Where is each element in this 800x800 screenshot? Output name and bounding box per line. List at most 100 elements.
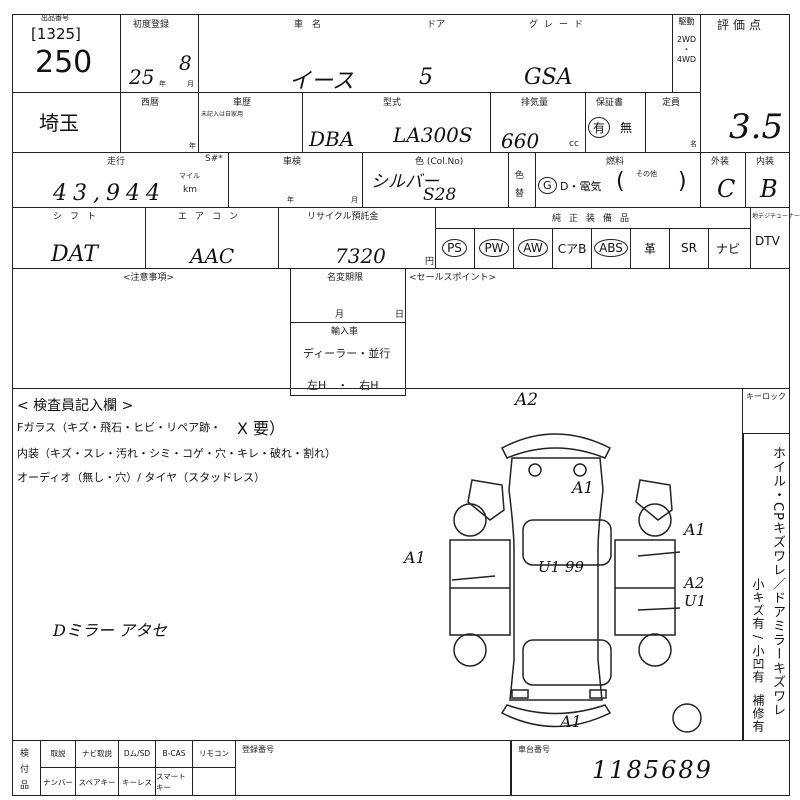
aircon-label: エアコン bbox=[178, 212, 247, 222]
equipment-label: 純正装備品 bbox=[552, 214, 638, 224]
warranty-label: 保証書 bbox=[596, 98, 624, 108]
equip-airbag: CアB bbox=[552, 228, 591, 268]
drive-sep: ・ bbox=[682, 45, 691, 54]
western-year-unit: 年 bbox=[189, 142, 196, 150]
acc-smart-key: スマートキー bbox=[155, 768, 192, 796]
lot-number: 250 bbox=[35, 45, 93, 80]
mark-trunk: A1 bbox=[572, 478, 594, 497]
equip-ps-label: PS bbox=[442, 239, 467, 257]
aircon-cell: エアコン AAC bbox=[145, 207, 279, 269]
recycle-value: 7320 bbox=[335, 244, 386, 268]
tuner-label: 地デジチューナー含 bbox=[752, 213, 800, 220]
car-diagram bbox=[449, 433, 702, 733]
equipment-header: 純正装備品 bbox=[435, 207, 751, 229]
acc-keyless: キーレス bbox=[118, 768, 155, 796]
displacement-unit: cc bbox=[569, 139, 579, 149]
wheel-fl bbox=[453, 633, 487, 667]
import-dealer: ディーラー・並行 bbox=[303, 347, 391, 360]
inspector-area: < 検査員記入欄 > Fガラス（キズ・飛石・ヒビ・リペア跡・ X 要） 内装（キ… bbox=[12, 388, 790, 741]
wheel-rr bbox=[638, 503, 672, 537]
displacement-label: 排気量 bbox=[521, 98, 549, 108]
warranty-cell: 保証書 有 無 bbox=[585, 92, 646, 153]
mark-right-front-door-a: A2 bbox=[684, 574, 705, 592]
capacity-label: 定員 bbox=[662, 98, 681, 108]
name-change-box: 名変期限 月 日 bbox=[290, 268, 406, 323]
equip-aw: AW bbox=[513, 228, 552, 268]
headlamp-r bbox=[589, 689, 607, 699]
fuel-options: D・電気 bbox=[560, 180, 602, 193]
mileage-label: 走行 bbox=[107, 157, 126, 167]
right-column-divider bbox=[742, 433, 744, 740]
color-cell: 色 (Col.No) シルバー S28 bbox=[362, 152, 509, 208]
western-year-label: 西暦 bbox=[141, 98, 160, 108]
history-label: 車歴 bbox=[233, 98, 252, 108]
equip-navi-label: ナビ bbox=[715, 241, 740, 256]
headlamp-l bbox=[511, 689, 529, 699]
displacement-cell: 排気量 660 cc bbox=[490, 92, 586, 153]
color-change-cell: 色替 bbox=[508, 152, 536, 208]
keylock-box: キーロック bbox=[742, 388, 790, 434]
name-change-month: 月 bbox=[335, 310, 345, 320]
inspector-title: < 検査員記入欄 > bbox=[17, 398, 134, 414]
mark-roof: U1 99 bbox=[538, 558, 585, 576]
equip-abs: ABS bbox=[591, 228, 630, 268]
exterior-label: 外装 bbox=[711, 157, 730, 167]
mileage-value: 43,944 bbox=[53, 181, 166, 206]
history-note: 未記入は自家用 bbox=[201, 111, 244, 118]
mark-right-rear-door: A1 bbox=[684, 520, 706, 539]
fuel-cell: 燃料 G D・電気 ( その他 ) bbox=[535, 152, 701, 208]
recycle-cell: リサイクル預託金 7320 円 bbox=[278, 207, 436, 269]
name-change-label: 名変期限 bbox=[327, 273, 364, 283]
recycle-unit: 円 bbox=[425, 257, 435, 267]
acc-bcas: B-CAS bbox=[155, 740, 192, 768]
color-code: S28 bbox=[423, 185, 457, 205]
chassis-divider bbox=[510, 740, 512, 796]
shift-cell: シフト DAT bbox=[12, 207, 146, 269]
first-reg-year: 25 bbox=[129, 65, 155, 89]
equip-aw-label: AW bbox=[518, 239, 548, 257]
acc-disc: Dム/SD bbox=[118, 740, 155, 768]
drive-cell: 駆動 2WD ・ 4WD bbox=[672, 14, 701, 93]
drive-2wd: 2WD bbox=[676, 35, 697, 44]
keylock-label: キーロック bbox=[746, 392, 786, 401]
handwritten-note: Dミラー アタセ bbox=[53, 621, 167, 640]
acc-number: ナンバー bbox=[40, 768, 75, 796]
fuel-label: 燃料 bbox=[606, 157, 625, 167]
paren-close: ) bbox=[678, 169, 687, 194]
mark-left-door: A1 bbox=[404, 548, 426, 567]
door-label: ドア bbox=[427, 20, 446, 30]
acc-spare-key: スペアキー bbox=[75, 768, 118, 796]
equip-leather-label: 革 bbox=[643, 241, 656, 256]
capacity-cell: 定員 名 bbox=[645, 92, 701, 153]
wheel-rl bbox=[453, 503, 487, 537]
model-cell: 型式 DBA LA300S bbox=[302, 92, 491, 153]
first-reg-cell: 初度登録 25 8 年 月 bbox=[120, 14, 199, 93]
mile-unit: マイル bbox=[179, 172, 200, 180]
score-cell: 評価点 3.5 bbox=[700, 14, 790, 153]
equip-dtv: DTV bbox=[755, 234, 780, 248]
lot-cell: 出品番号 [1325] 250 bbox=[12, 14, 121, 93]
rear-window bbox=[522, 519, 612, 566]
right-rear-fender bbox=[635, 479, 673, 521]
equip-leather: 革 bbox=[630, 228, 669, 268]
chassis-label: 車台番号 bbox=[518, 745, 550, 754]
acc-manual: 取説 bbox=[40, 740, 75, 768]
inspection-label: 車検 bbox=[283, 157, 302, 167]
audio-tire-line: オーディオ（無し・穴）/ タイヤ（スタッドレス） bbox=[17, 471, 266, 484]
spare-tire bbox=[672, 703, 702, 733]
equip-sr: SR bbox=[669, 228, 708, 268]
model-prefix: DBA bbox=[309, 127, 355, 151]
color-value: シルバー bbox=[371, 172, 439, 192]
windshield bbox=[522, 639, 612, 686]
first-reg-month: 8 bbox=[179, 51, 192, 75]
meter-label: S#* bbox=[205, 154, 223, 164]
mark-rear-bumper: A2 bbox=[515, 390, 539, 410]
model-label: 型式 bbox=[383, 98, 402, 108]
drive-label: 駆動 bbox=[678, 17, 695, 26]
km-unit: km bbox=[183, 185, 197, 195]
mark-right-front-door-u: U1 bbox=[684, 592, 707, 610]
acc-remote: リモコン bbox=[192, 740, 236, 768]
equip-pw: PW bbox=[474, 228, 513, 268]
name-change-day: 日 bbox=[395, 310, 405, 320]
history-cell: 車歴 未記入は自家用 bbox=[198, 92, 303, 153]
